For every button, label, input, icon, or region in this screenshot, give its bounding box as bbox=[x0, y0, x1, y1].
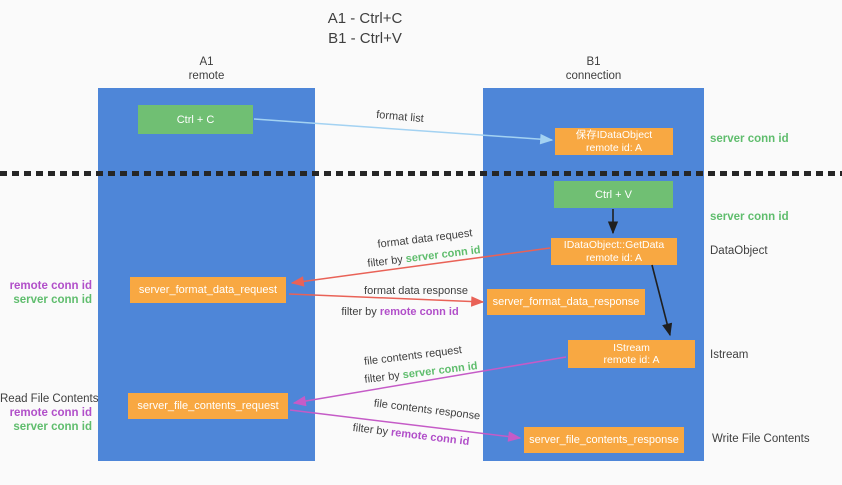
title-line-2: B1 - Ctrl+V bbox=[328, 30, 402, 47]
format-data-response-label: format data response bbox=[364, 285, 468, 297]
dataobject-label: DataObject bbox=[710, 245, 768, 257]
remote-conn-id-left-1: remote conn id bbox=[9, 280, 92, 292]
node-istream-line1: IStream bbox=[613, 341, 650, 354]
node-server-file-contents-request: server_file_contents_request bbox=[128, 393, 288, 419]
lane-a-header: A1 remote bbox=[98, 56, 315, 83]
lane-a-subtitle: remote bbox=[188, 69, 225, 82]
node-save-idataobject-line1: 保存IDataObject bbox=[575, 129, 653, 141]
filter-by-text: filter by bbox=[366, 253, 407, 270]
node-istream: IStream remote id: A bbox=[568, 340, 695, 368]
filter-by-text: filter by bbox=[363, 369, 404, 386]
lane-b-name: B1 bbox=[586, 56, 601, 68]
remote-conn-id-text: remote conn id bbox=[390, 426, 470, 449]
filter-by-remote-conn-id-label-1: filter by remote conn id bbox=[341, 306, 458, 318]
filter-by-remote-conn-id-label-2: filter by remote conn id bbox=[352, 422, 470, 448]
server-conn-id-text: server conn id bbox=[402, 360, 479, 382]
left-read-file-group: Read File Contents remote conn id server… bbox=[0, 392, 99, 434]
lane-b-header: B1 connection bbox=[483, 56, 704, 83]
lane-a-name: A1 bbox=[199, 56, 214, 68]
filter-by-text: filter by bbox=[352, 421, 392, 439]
server-conn-id-text: server conn id bbox=[405, 244, 482, 266]
node-ctrl-c: Ctrl + C bbox=[138, 105, 253, 134]
server-conn-id-left-1: server conn id bbox=[13, 294, 92, 306]
format-list-label: format list bbox=[375, 108, 425, 126]
node-save-idataobject: 保存IDataObject remote id: A bbox=[555, 128, 673, 155]
file-contents-response-label: file contents response bbox=[373, 397, 481, 423]
node-server-format-data-request: server_format_data_request bbox=[130, 277, 286, 303]
node-server-file-contents-response: server_file_contents_response bbox=[524, 427, 684, 453]
read-file-contents-label: Read File Contents bbox=[0, 393, 99, 405]
node-idataobject-getdata-line2: remote id: A bbox=[585, 251, 643, 264]
node-ctrl-v: Ctrl + V bbox=[554, 181, 673, 208]
write-file-contents-label: Write File Contents bbox=[712, 433, 810, 445]
remote-conn-id-left-2: remote conn id bbox=[9, 407, 92, 419]
left-conn-id-group-1: remote conn id server conn id bbox=[0, 279, 92, 307]
diagram-title: A1 - Ctrl+C B1 - Ctrl+V bbox=[285, 9, 445, 49]
server-conn-id-right-top: server conn id bbox=[710, 133, 789, 145]
istream-label: Istream bbox=[710, 349, 749, 361]
dotted-divider bbox=[0, 171, 842, 176]
node-server-format-data-response: server_format_data_response bbox=[487, 289, 645, 315]
title-line-1: A1 - Ctrl+C bbox=[327, 10, 403, 27]
server-conn-id-right-mid: server conn id bbox=[710, 211, 789, 223]
node-idataobject-getdata-line1: IDataObject::GetData bbox=[563, 239, 665, 251]
node-save-idataobject-line2: remote id: A bbox=[585, 141, 643, 154]
node-idataobject-getdata: IDataObject::GetData remote id: A bbox=[551, 238, 677, 265]
lane-b-subtitle: connection bbox=[565, 69, 622, 82]
remote-conn-id-text: remote conn id bbox=[379, 306, 459, 318]
node-istream-line2: remote id: A bbox=[603, 354, 660, 366]
filter-by-text: filter by bbox=[341, 306, 380, 318]
server-conn-id-left-2: server conn id bbox=[13, 421, 92, 433]
